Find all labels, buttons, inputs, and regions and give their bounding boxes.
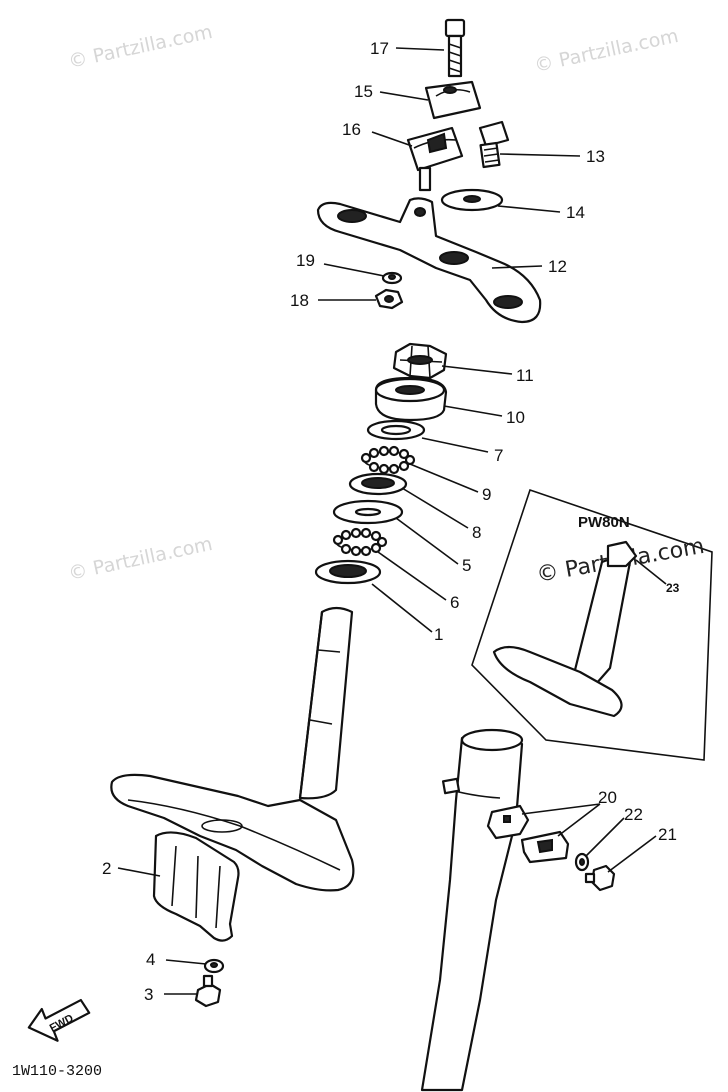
callout-17: 17 bbox=[370, 39, 389, 58]
part-16-lower-holder bbox=[406, 126, 464, 192]
part-13-bolt bbox=[478, 120, 510, 169]
callout-10: 10 bbox=[506, 408, 525, 427]
callout-18: 18 bbox=[290, 291, 309, 310]
part-19-washer bbox=[381, 271, 403, 285]
diagram-code: 1W110-3200 bbox=[12, 1063, 102, 1080]
part-18-nut bbox=[374, 288, 404, 310]
callout-8: 8 bbox=[472, 523, 481, 542]
fork-tube bbox=[420, 728, 524, 1092]
callout-3: 3 bbox=[144, 985, 153, 1004]
callout-4: 4 bbox=[146, 950, 155, 969]
part-10-dust-cover bbox=[374, 376, 448, 422]
part-8-bearing-race bbox=[348, 472, 408, 496]
callout-16: 16 bbox=[342, 120, 361, 139]
part-4-washer bbox=[203, 958, 225, 974]
callout-7: 7 bbox=[494, 446, 503, 465]
watermark-top-right: © Partzilla.com bbox=[532, 25, 680, 77]
part-20-clamp bbox=[486, 804, 570, 864]
part-5-washer bbox=[332, 499, 404, 525]
callout-12: 12 bbox=[548, 257, 567, 276]
fwd-arrow-icon: FWD bbox=[27, 998, 91, 1042]
callout-23: 23 bbox=[666, 581, 680, 595]
callout-14: 14 bbox=[566, 203, 585, 222]
part-2-cover bbox=[152, 831, 240, 942]
inset-pw80n: PW80N © Partzilla.com 23 bbox=[471, 488, 713, 761]
callout-19: 19 bbox=[296, 251, 315, 270]
callout-20: 20 bbox=[598, 788, 617, 807]
callout-9: 9 bbox=[482, 485, 491, 504]
part-1-bearing-race bbox=[314, 559, 382, 585]
part-15-upper-holder bbox=[424, 80, 482, 120]
callout-13: 13 bbox=[586, 147, 605, 166]
callout-6: 6 bbox=[450, 593, 459, 612]
steering-stem-under-bracket bbox=[110, 606, 355, 892]
part-9-ball-bearings bbox=[360, 445, 416, 475]
part-12-upper-bracket bbox=[316, 197, 542, 324]
callout-11: 11 bbox=[516, 366, 534, 385]
callout-15: 15 bbox=[354, 82, 373, 101]
part-21-bolt bbox=[584, 864, 616, 892]
callout-22: 22 bbox=[624, 805, 643, 824]
watermark-mid-left: © Partzilla.com bbox=[66, 533, 214, 585]
part-22-washer bbox=[574, 852, 590, 872]
part-7-bearing-race bbox=[366, 419, 426, 441]
watermark-top-left: © Partzilla.com bbox=[66, 21, 214, 73]
part-11-ring-nut bbox=[392, 342, 448, 380]
callout-21: 21 bbox=[658, 825, 677, 844]
callout-5: 5 bbox=[462, 556, 471, 575]
part-17-bolt bbox=[444, 18, 466, 78]
part-14-washer bbox=[440, 188, 504, 212]
callout-2: 2 bbox=[102, 859, 111, 878]
inset-title: PW80N bbox=[578, 514, 630, 531]
callout-1: 1 bbox=[434, 625, 443, 644]
part-3-bolt bbox=[194, 974, 222, 1008]
part-6-ball-bearings bbox=[332, 527, 388, 557]
